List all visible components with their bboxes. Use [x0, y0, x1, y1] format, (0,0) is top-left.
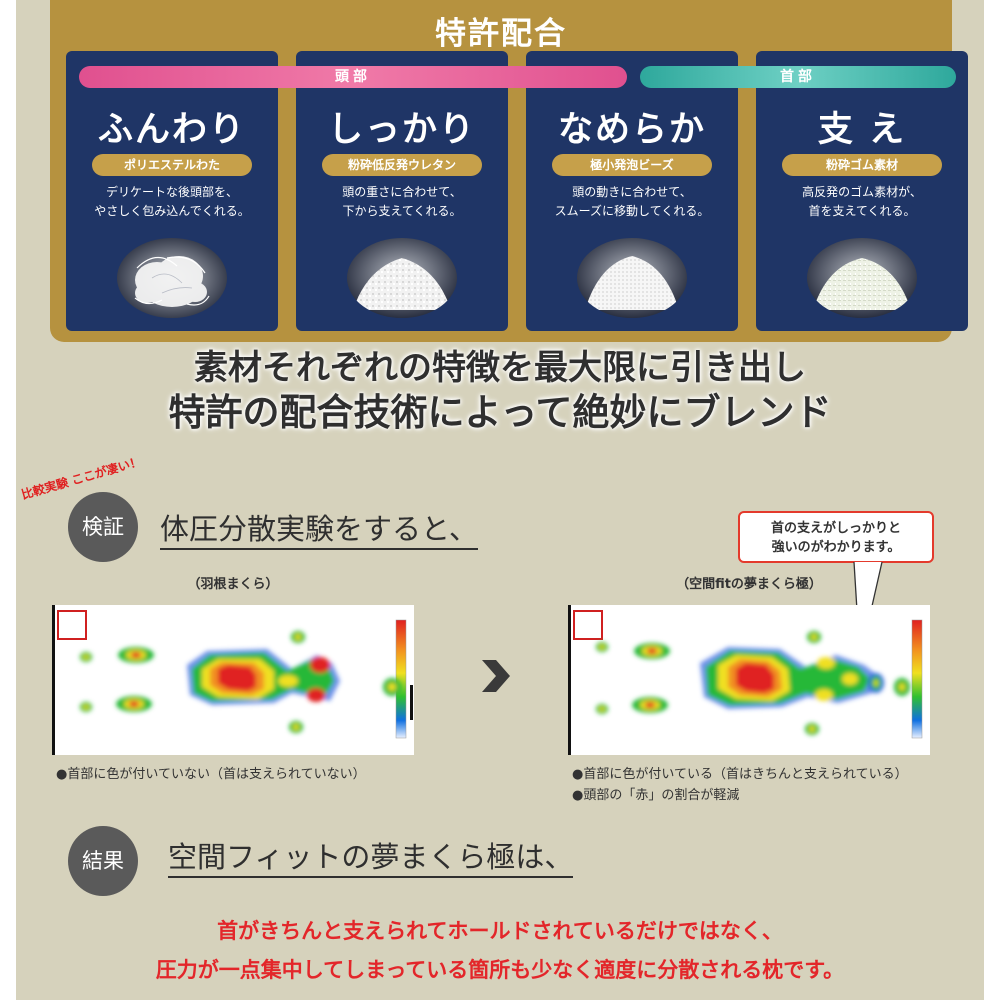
headline-line-2: 特許の配合技術によって絶妙にブレンド: [168, 391, 832, 434]
desc-line: 頭の動きに合わせて、: [572, 185, 692, 199]
comparison-flag: 比較実験 ここが凄い！: [19, 454, 144, 503]
foam-beads-image: [577, 238, 687, 318]
card-description: 頭の重さに合わせて、 下から支えてくれる。: [302, 183, 502, 221]
callout-line: 首の支えがしっかりと: [770, 521, 901, 536]
kiwami-pillow-pressure-map: [568, 605, 930, 755]
material-card: なめらか 極小発泡ビーズ 頭の動きに合わせて、 スムーズに移動してくれる。: [526, 51, 738, 331]
card-title: なめらか: [557, 110, 706, 150]
card-title: しっかり: [327, 110, 476, 150]
urethane-crumb-image: [347, 238, 457, 318]
feather-pillow-pressure-map: [52, 605, 414, 755]
desc-line: やさしく包み込んでくれる。: [94, 204, 250, 218]
material-badge: 極小発泡ビーズ: [552, 154, 712, 176]
desc-line: スムーズに移動してくれる。: [554, 204, 710, 218]
left-map-note: ●首部に色が付いていない（首は支えられていない）: [56, 767, 366, 782]
experiment-heading: 体圧分散実験をすると、: [160, 510, 478, 550]
right-map-note: ●頭部の「赤」の割合が軽減: [572, 788, 740, 803]
card-description: 頭の動きに合わせて、 スムーズに移動してくれる。: [532, 183, 732, 221]
callout-bubble: 首の支えがしっかりと 強いのがわかります。: [738, 511, 934, 563]
desc-line: 下から支えてくれる。: [342, 204, 462, 218]
verification-badge: 検証: [68, 492, 138, 562]
right-map-note: ●首部に色が付いている（首はきちんと支えられている）: [572, 767, 908, 782]
polyester-fiber-image: [117, 238, 227, 318]
result-heading: 空間フィットの夢まくら極は、: [168, 838, 574, 878]
result-line-2: 圧力が一点集中してしまっている箇所も少なく適度に分散される枕です。: [155, 958, 845, 982]
rubber-crumb-image: [807, 238, 917, 318]
left-map-caption: （羽根まくら）: [187, 577, 279, 592]
chevron-right-icon: [482, 660, 510, 692]
desc-line: 高反発のゴム素材が、: [802, 185, 922, 199]
card-title: 支 え: [817, 110, 907, 150]
patent-title: 特許配合: [435, 16, 567, 52]
product-page: 特許配合 頭部 首部 ふんわり ポリエステルわた デリケートな後頭部を、 やさし…: [16, 0, 984, 1000]
callout-line: 強いのがわかります。: [771, 540, 901, 555]
material-badge: 粉砕低反発ウレタン: [322, 154, 482, 176]
material-card: 支 え 粉砕ゴム素材 高反発のゴム素材が、 首を支えてくれる。: [756, 51, 968, 331]
material-badge: ポリエステルわた: [92, 154, 252, 176]
right-map-caption: （空間fitの夢まくら極）: [676, 577, 822, 592]
result-line-1: 首がきちんと支えられてホールドされているだけではなく、: [217, 919, 783, 943]
material-card: ふんわり ポリエステルわた デリケートな後頭部を、 やさしく包み込んでくれる。: [66, 51, 278, 331]
desc-line: 頭の重さに合わせて、: [342, 185, 462, 199]
headline-line-1: 素材それぞれの特徴を最大限に引き出し: [194, 348, 806, 388]
zone-pill-neck: 首部: [640, 66, 956, 88]
desc-line: デリケートな後頭部を、: [105, 185, 238, 199]
zone-pill-head: 頭部: [79, 66, 627, 88]
result-badge: 結果: [68, 826, 138, 896]
material-badge: 粉砕ゴム素材: [782, 154, 942, 176]
desc-line: 首を支えてくれる。: [808, 204, 916, 218]
patent-panel: 特許配合 頭部 首部 ふんわり ポリエステルわた デリケートな後頭部を、 やさし…: [50, 0, 968, 342]
card-description: デリケートな後頭部を、 やさしく包み込んでくれる。: [72, 183, 272, 221]
material-card: しっかり 粉砕低反発ウレタン 頭の重さに合わせて、 下から支えてくれる。: [296, 51, 508, 331]
card-description: 高反発のゴム素材が、 首を支えてくれる。: [762, 183, 962, 221]
card-title: ふんわり: [97, 110, 246, 150]
